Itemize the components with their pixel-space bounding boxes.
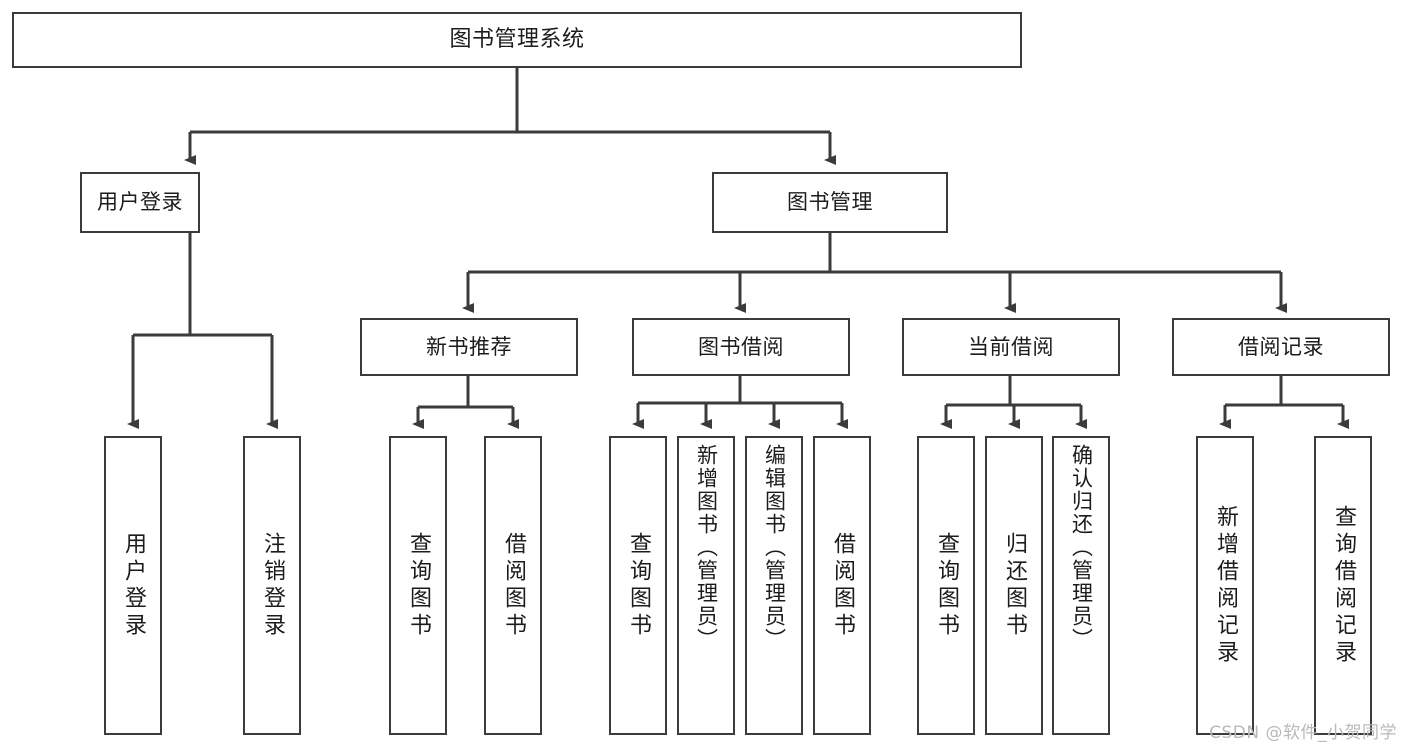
node-label: 查询图书	[626, 531, 651, 640]
node-图书借阅[interactable]: 图书借阅	[632, 318, 850, 376]
node-label: 图书管理	[787, 190, 873, 215]
leaf-新增借阅记录[interactable]: 新增借阅记录	[1196, 436, 1254, 735]
csdn-watermark: CSDN @软件_小贺同学	[1209, 723, 1397, 743]
leaf-查询借阅记录[interactable]: 查询借阅记录	[1314, 436, 1372, 735]
node-label: 新增图书（管理员）	[694, 444, 719, 651]
node-label: 图书管理系统	[449, 27, 585, 53]
node-用户登录[interactable]: 用户登录	[80, 172, 200, 233]
node-label: 借阅记录	[1238, 334, 1324, 359]
leaf-查询图书-当前借阅[interactable]: 查询图书	[917, 436, 975, 735]
leaf-用户登录[interactable]: 用户登录	[104, 436, 162, 735]
leaf-借阅图书-图书借阅[interactable]: 借阅图书	[813, 436, 871, 735]
leaf-注销登录[interactable]: 注销登录	[243, 436, 301, 735]
node-label: 编辑图书（管理员）	[762, 444, 787, 651]
node-label: 确认归还（管理员）	[1069, 444, 1094, 651]
node-label: 归还图书	[1002, 531, 1027, 640]
node-借阅记录[interactable]: 借阅记录	[1172, 318, 1390, 376]
leaf-确认归还-管理员[interactable]: 确认归还（管理员）	[1052, 436, 1110, 735]
node-label: 查询图书	[934, 531, 959, 640]
node-root-图书管理系统[interactable]: 图书管理系统	[12, 12, 1022, 68]
leaf-归还图书[interactable]: 归还图书	[985, 436, 1043, 735]
node-label: 查询图书	[406, 531, 431, 640]
leaf-借阅图书-新书推荐[interactable]: 借阅图书	[484, 436, 542, 735]
node-新书推荐[interactable]: 新书推荐	[360, 318, 578, 376]
leaf-新增图书-管理员[interactable]: 新增图书（管理员）	[677, 436, 735, 735]
leaf-编辑图书-管理员[interactable]: 编辑图书（管理员）	[745, 436, 803, 735]
leaf-查询图书-图书借阅[interactable]: 查询图书	[609, 436, 667, 735]
node-label: 图书借阅	[698, 334, 784, 359]
node-当前借阅[interactable]: 当前借阅	[902, 318, 1120, 376]
node-label: 当前借阅	[968, 334, 1054, 359]
node-label: 新增借阅记录	[1213, 504, 1238, 667]
node-label: 用户登录	[121, 531, 146, 640]
node-label: 查询借阅记录	[1331, 504, 1356, 667]
node-label: 借阅图书	[830, 531, 855, 640]
node-label: 用户登录	[97, 190, 183, 215]
node-label: 注销登录	[260, 531, 285, 640]
node-label: 新书推荐	[426, 334, 512, 359]
node-图书管理[interactable]: 图书管理	[712, 172, 948, 233]
leaf-查询图书-新书推荐[interactable]: 查询图书	[389, 436, 447, 735]
node-label: 借阅图书	[501, 531, 526, 640]
